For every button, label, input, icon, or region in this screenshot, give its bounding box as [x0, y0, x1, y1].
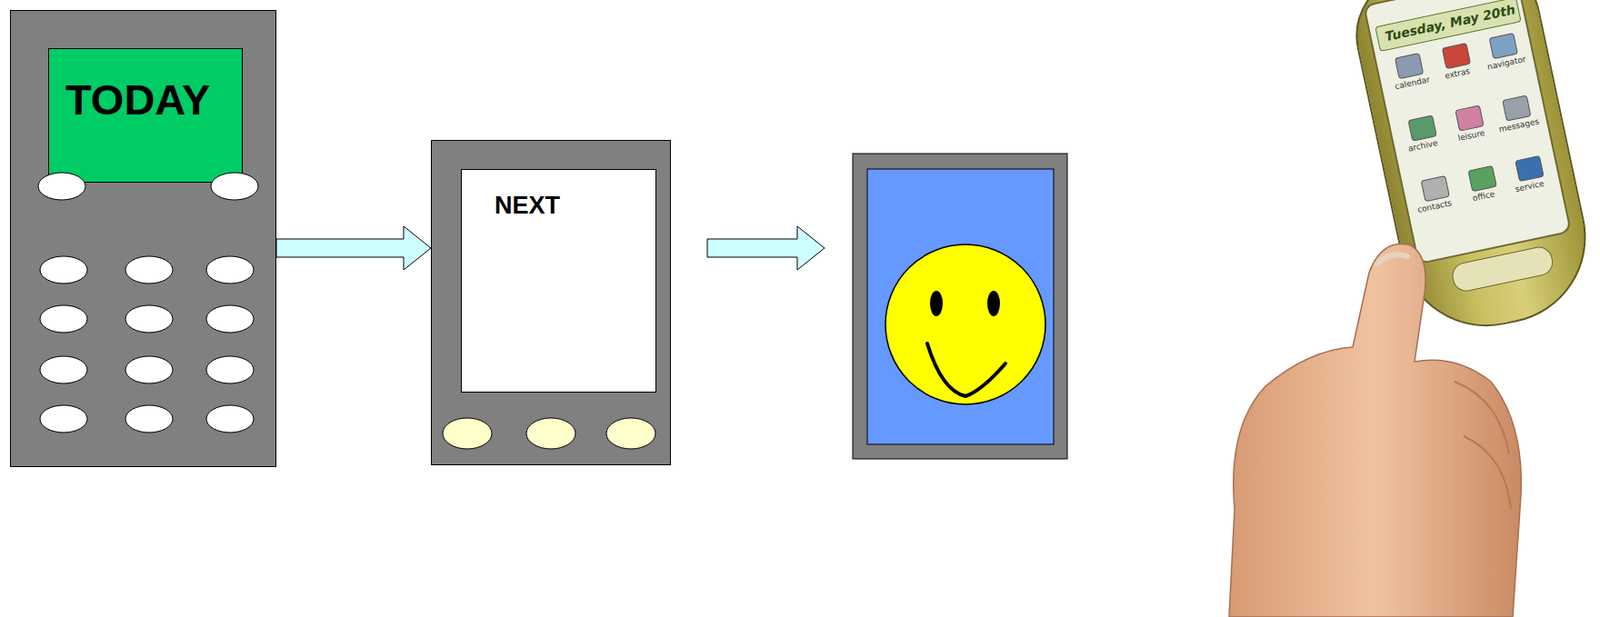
- smiley-eye: [930, 290, 943, 317]
- screen-text: TODAY: [65, 74, 210, 125]
- photo-phone-body: Tuesday, May 20th calendarextrasnavigato…: [1343, 0, 1600, 343]
- smiley-face: [885, 244, 1046, 405]
- photo-icon: [1394, 52, 1424, 80]
- screen-text: NEXT: [494, 191, 560, 220]
- photo-icon: [1514, 155, 1544, 182]
- photo-icon: [1454, 104, 1484, 131]
- photo-icon: [1489, 32, 1519, 60]
- photo-icon: [1441, 42, 1471, 70]
- icon-label: messages: [1498, 116, 1540, 134]
- phone-screen: [867, 169, 1054, 445]
- block-arrow: [707, 226, 825, 270]
- block-arrow: [276, 226, 431, 270]
- icon-label: contacts: [1416, 198, 1453, 215]
- phone-node: TODAY: [10, 10, 277, 468]
- photo-icon: [1420, 175, 1450, 202]
- icon-label: archive: [1407, 138, 1439, 154]
- photo-phone-screen: Tuesday, May 20th calendarextrasnavigato…: [1362, 0, 1572, 265]
- phone-body: [852, 153, 1068, 460]
- photo-icon: [1467, 165, 1497, 192]
- phone-screen: TODAY: [48, 48, 243, 183]
- photo-icon: [1407, 114, 1437, 141]
- hand: [1229, 244, 1521, 617]
- smiley-eye: [987, 290, 1000, 317]
- finger-creases: [1454, 381, 1511, 510]
- smiley-mouth: [927, 343, 1006, 397]
- thumbnail: [1377, 254, 1408, 264]
- phone-node: NEXT: [430, 140, 671, 466]
- phone-screen: NEXT: [460, 169, 657, 393]
- icon-label: service: [1514, 179, 1546, 194]
- photo-icon: [1501, 94, 1531, 121]
